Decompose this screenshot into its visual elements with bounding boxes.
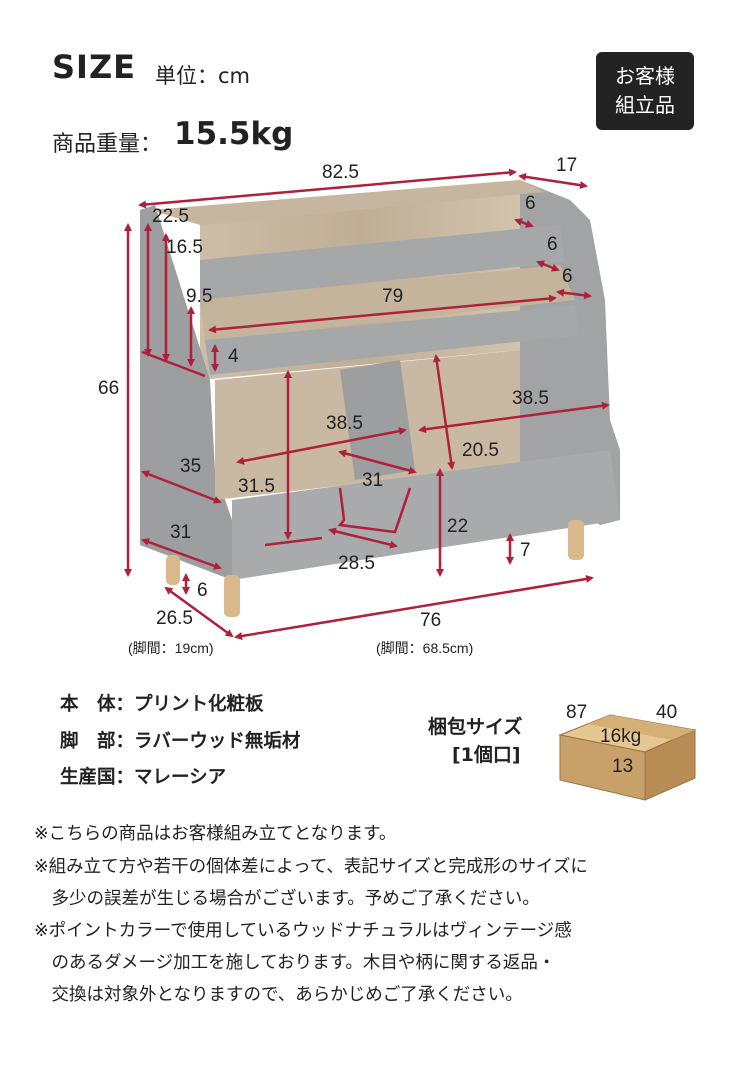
dim-leg-span-depth: (脚間：19cm) [128,640,214,656]
dim-leg-span-width: (脚間：68.5cm) [376,640,474,656]
dim-board-6a: 6 [525,193,536,214]
dim-compartment-depth: 31 [362,470,384,491]
badge-line-1: お客様 [615,64,675,88]
note-line: ※ポイントカラーで使用しているウッドナチュラルはヴィンテージ感 [34,921,572,941]
leg-front-right [568,520,584,560]
leg-front-left [224,575,240,617]
note-line: 交換は対象外となりますので、あらかじめご了承ください。 [34,985,523,1005]
spec-origin-value: マレーシア [134,767,227,788]
package-box-icon [558,714,697,801]
dim-bottom-width: 28.5 [338,553,375,574]
spec-legs-label: 脚 部： [60,731,135,752]
arrow-top-slope [141,350,206,378]
package-w: 87 [566,702,588,723]
package-d: 40 [656,702,678,723]
arrow-board-6b [536,260,560,272]
note-line: 多少の誤差が生じる場合がございます。予めご了承ください。 [34,889,540,909]
dim-tier-height: 16.5 [166,237,203,258]
badge-line-2: 組立品 [615,93,675,117]
arrow-divider-outline [337,487,412,534]
arrow-divider-height [432,354,456,470]
dim-shelf-gap: 9.5 [186,286,213,307]
leg-back-left [166,555,180,585]
arrow-board-6c [556,288,592,300]
weight-label: 商品重量： [52,132,163,157]
dim-compartment-height: 31.5 [238,476,275,497]
arrow-compartment-foot [264,536,323,547]
dim-board-4: 4 [228,346,239,367]
note-line: のあるダメージ加工を施しております。木目や柄に関する返品・ [34,953,556,973]
arrow-side-depth [141,470,222,504]
dim-front-height: 22 [447,516,469,537]
arrow-board-6a [514,218,534,228]
dim-base-depth: 31 [170,522,192,543]
spec-body: 本 体：プリント化粧板 [60,690,264,716]
dim-depth-bottom: 26.5 [156,608,193,629]
dim-divider-height: 20.5 [462,440,499,461]
dim-right-inner: 38.5 [512,388,549,409]
arrow-width-total [138,168,517,209]
arrow-left-inner [236,427,407,465]
package-h: 13 [612,756,634,777]
arrow-depth-bottom [164,586,234,638]
upper-shelf-front [200,225,565,300]
dim-inner-width: 79 [382,286,404,307]
arrow-base-depth [141,538,222,570]
note-line: ※こちらの商品はお客様組み立てとなります。 [34,824,397,844]
arrow-width-bottom [234,575,594,640]
dim-left-inner: 38.5 [326,413,363,434]
package-label: 梱包サイズ [428,716,523,738]
spec-legs: 脚 部：ラバーウッド無垢材 [60,727,300,753]
dim-top-height: 22.5 [152,206,189,227]
dim-side-depth: 35 [180,456,202,477]
size-heading: SIZE [52,48,137,86]
arrow-inner-width [208,294,557,334]
dim-leg-height: 7 [520,540,531,561]
arrow-compartment-depth [338,449,417,475]
weight-value: 15.5kg [174,116,294,152]
dim-width-bottom: 76 [420,610,442,631]
spec-origin: 生産国：マレーシア [60,763,226,789]
dim-board-6c: 6 [562,266,573,287]
note-line: ※組み立て方や若干の個体差によって、表記サイズと完成形のサイズに [34,857,588,877]
dim-board-6b: 6 [547,234,558,255]
package-weight: 16kg [600,726,642,747]
assembly-badge: お客様 組立品 [596,52,694,130]
spec-body-label: 本 体： [60,694,135,715]
spec-origin-label: 生産国： [60,767,135,788]
package-count: [1個口] [452,744,521,766]
spec-body-value: プリント化粧板 [134,694,264,715]
arrow-depth-top [518,172,588,190]
spec-legs-value: ラバーウッド無垢材 [134,731,301,752]
dim-width-total: 82.5 [322,162,359,183]
arrow-bottom-width [328,527,398,549]
dim-height-total: 66 [98,378,120,399]
dim-depth-top: 17 [556,155,578,176]
unit-label: 単位：cm [155,64,251,88]
dim-leg-gap: 6 [197,580,208,601]
